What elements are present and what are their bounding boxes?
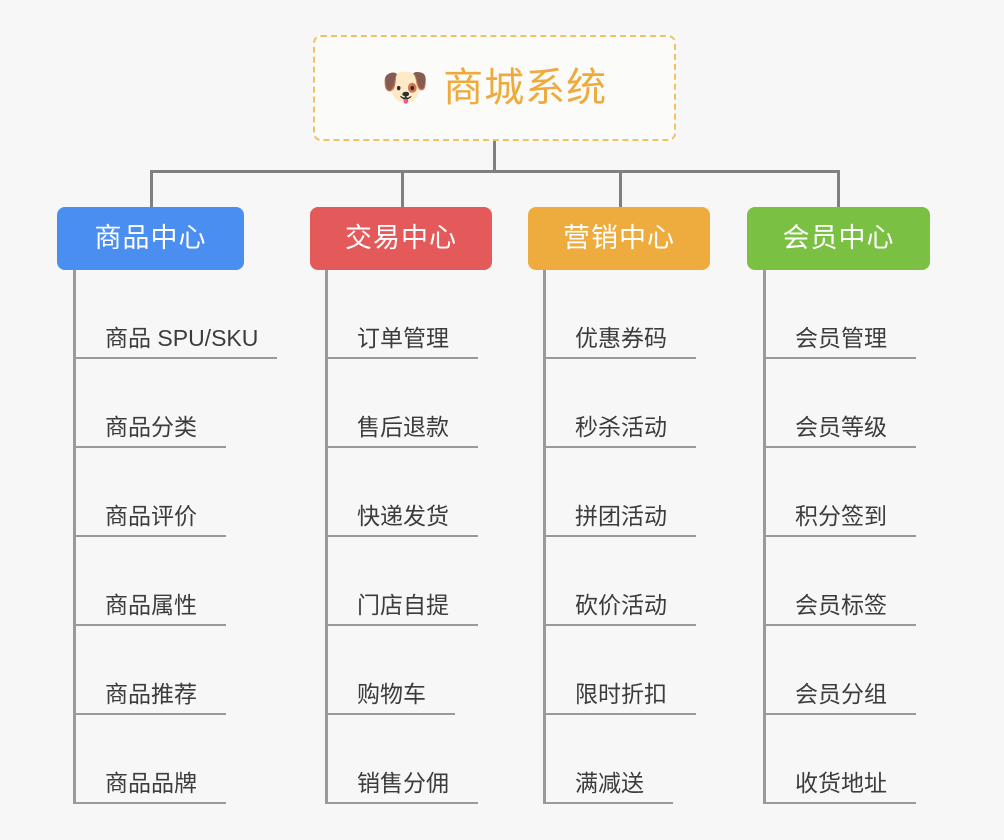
leaf-item[interactable]: 收货地址 bbox=[763, 715, 916, 804]
page-title: 商城系统 bbox=[443, 66, 608, 110]
leaf-item[interactable]: 门店自提 bbox=[325, 537, 478, 626]
leaf-item-label: 购物车 bbox=[357, 681, 426, 708]
connector-drop-marketing-center bbox=[619, 170, 622, 208]
leaf-item[interactable]: 积分签到 bbox=[763, 448, 916, 537]
leaf-item-label: 会员标签 bbox=[795, 592, 887, 619]
leaf-item-label: 订单管理 bbox=[357, 325, 449, 352]
leaf-item[interactable]: 商品 SPU/SKU bbox=[73, 270, 277, 359]
leaf-item[interactable]: 售后退款 bbox=[325, 359, 478, 448]
leaf-item-label: 收货地址 bbox=[795, 770, 887, 797]
category-label: 交易中心 bbox=[345, 223, 457, 253]
leaf-item-label: 满减送 bbox=[575, 770, 644, 797]
leaf-item-label: 门店自提 bbox=[357, 592, 449, 619]
leaf-item[interactable]: 满减送 bbox=[543, 715, 673, 804]
leaf-item[interactable]: 会员分组 bbox=[763, 626, 916, 715]
column-spine bbox=[73, 270, 76, 804]
leaf-item[interactable]: 会员等级 bbox=[763, 359, 916, 448]
column-spine bbox=[325, 270, 328, 804]
leaf-item-label: 商品品牌 bbox=[105, 770, 197, 797]
leaf-item[interactable]: 砍价活动 bbox=[543, 537, 696, 626]
leaf-item-label: 会员管理 bbox=[795, 325, 887, 352]
leaf-item-label: 商品推荐 bbox=[105, 681, 197, 708]
category-box-member-center[interactable]: 会员中心 bbox=[747, 207, 930, 270]
dog-face-icon: 🐶 bbox=[381, 67, 430, 109]
leaf-item[interactable]: 秒杀活动 bbox=[543, 359, 696, 448]
leaf-item-label: 限时折扣 bbox=[575, 681, 667, 708]
leaf-item[interactable]: 订单管理 bbox=[325, 270, 478, 359]
leaf-item-label: 商品 SPU/SKU bbox=[105, 325, 259, 352]
leaf-item-label: 商品分类 bbox=[105, 414, 197, 441]
leaf-item-label: 拼团活动 bbox=[575, 503, 667, 530]
column-spine bbox=[543, 270, 546, 804]
leaf-item[interactable]: 购物车 bbox=[325, 626, 455, 715]
leaf-item[interactable]: 销售分佣 bbox=[325, 715, 478, 804]
leaf-item[interactable]: 会员管理 bbox=[763, 270, 916, 359]
leaf-item[interactable]: 商品分类 bbox=[73, 359, 226, 448]
leaf-item-label: 商品属性 bbox=[105, 592, 197, 619]
connector-drop-trade-center bbox=[401, 170, 404, 208]
leaf-item-label: 商品评价 bbox=[105, 503, 197, 530]
leaf-item[interactable]: 商品品牌 bbox=[73, 715, 226, 804]
leaf-item[interactable]: 优惠券码 bbox=[543, 270, 696, 359]
column-spine bbox=[763, 270, 766, 804]
leaf-item-label: 售后退款 bbox=[357, 414, 449, 441]
leaf-item[interactable]: 会员标签 bbox=[763, 537, 916, 626]
category-label: 营销中心 bbox=[563, 223, 675, 253]
leaf-item-label: 砍价活动 bbox=[575, 592, 667, 619]
category-box-marketing-center[interactable]: 营销中心 bbox=[528, 207, 710, 270]
leaf-item[interactable]: 限时折扣 bbox=[543, 626, 696, 715]
leaf-item-label: 快递发货 bbox=[357, 503, 449, 530]
leaf-item-label: 会员等级 bbox=[795, 414, 887, 441]
connector-drop-member-center bbox=[837, 170, 840, 208]
connector-horizontal-bus bbox=[150, 170, 840, 173]
category-label: 商品中心 bbox=[94, 223, 207, 253]
category-label: 会员中心 bbox=[782, 223, 895, 253]
connector-root-stem bbox=[493, 141, 496, 172]
leaf-item[interactable]: 拼团活动 bbox=[543, 448, 696, 537]
connector-drop-product-center bbox=[150, 170, 153, 208]
leaf-item-label: 秒杀活动 bbox=[575, 414, 667, 441]
leaf-item-label: 会员分组 bbox=[795, 681, 887, 708]
leaf-item[interactable]: 快递发货 bbox=[325, 448, 478, 537]
leaf-item-label: 优惠券码 bbox=[575, 325, 667, 352]
category-box-product-center[interactable]: 商品中心 bbox=[57, 207, 244, 270]
leaf-item-label: 积分签到 bbox=[795, 503, 887, 530]
leaf-item[interactable]: 商品评价 bbox=[73, 448, 226, 537]
leaf-item[interactable]: 商品推荐 bbox=[73, 626, 226, 715]
root-node-card[interactable]: 🐶 商城系统 bbox=[313, 35, 676, 141]
leaf-item-label: 销售分佣 bbox=[357, 770, 449, 797]
leaf-item[interactable]: 商品属性 bbox=[73, 537, 226, 626]
category-box-trade-center[interactable]: 交易中心 bbox=[310, 207, 492, 270]
